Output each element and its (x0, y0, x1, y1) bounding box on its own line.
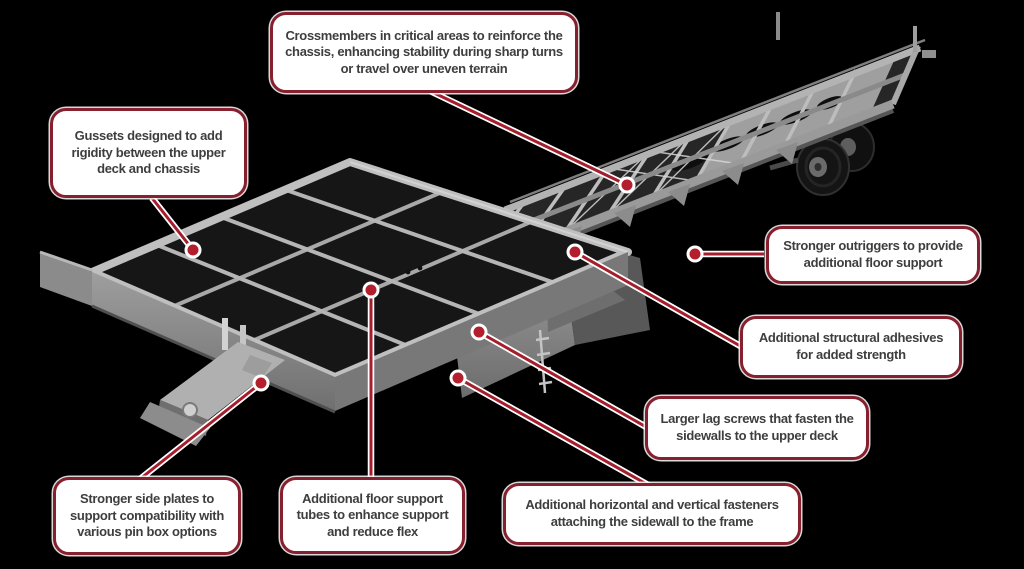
callout-lag-screws: Larger lag screws that fasten the sidewa… (645, 396, 869, 460)
callout-gussets: Gussets designed to add rigidity between… (50, 108, 247, 198)
callout-outriggers: Stronger outriggers to provide additiona… (766, 226, 980, 284)
callout-outriggers-text: Stronger outriggers to provide additiona… (783, 238, 963, 270)
callout-floor-tubes-text: Additional floor support tubes to enhanc… (296, 490, 449, 539)
leader-fasteners (457, 376, 651, 488)
anchor-dot-crossmembers (618, 176, 636, 194)
callout-adhesives: Additional structural adhesives for adde… (740, 316, 962, 378)
leader-lines (137, 88, 764, 489)
callout-crossmembers-text: Crossmembers in critical areas to reinfo… (285, 27, 563, 76)
callout-fasteners: Additional horizontal and vertical faste… (503, 483, 801, 545)
callout-lag-screws-text: Larger lag screws that fasten the sidewa… (660, 411, 854, 443)
anchor-dot-floor-tubes (362, 281, 380, 299)
callout-gussets-text: Gussets designed to add rigidity between… (71, 128, 226, 177)
leader-crossmembers (429, 89, 628, 187)
leader-lag-screws (478, 330, 649, 430)
callout-floor-tubes: Additional floor support tubes to enhanc… (280, 477, 465, 554)
wheels (769, 122, 875, 196)
anchor-dot-fasteners (449, 369, 467, 387)
callout-side-plates-text: Stronger side plates to support compatib… (70, 491, 224, 540)
trailer-chassis (39, 12, 936, 446)
anchor-dot-side-plates (252, 374, 270, 392)
anchor-dot-lag-screws (470, 323, 488, 341)
callout-fasteners-text: Additional horizontal and vertical faste… (525, 497, 779, 529)
anchor-dot-adhesives (566, 243, 584, 261)
callout-side-plates: Stronger side plates to support compatib… (53, 477, 241, 555)
callout-adhesives-text: Additional structural adhesives for adde… (758, 330, 944, 362)
anchor-dot-outriggers (686, 245, 704, 263)
leader-adhesives (574, 250, 743, 349)
anchor-dot-gussets (184, 241, 202, 259)
leader-side-plates (139, 381, 262, 481)
callout-crossmembers: Crossmembers in critical areas to reinfo… (270, 12, 578, 93)
leader-gussets (150, 197, 195, 251)
